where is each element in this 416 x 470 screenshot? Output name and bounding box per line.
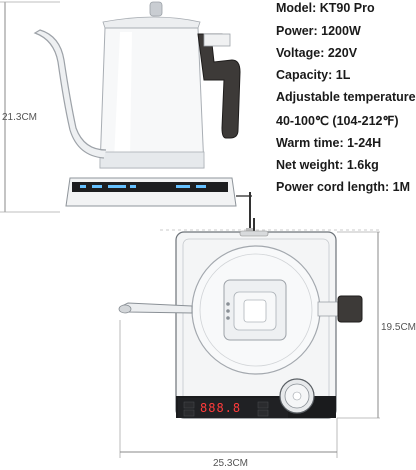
spec-power: Power: 1200W [276, 24, 361, 38]
spec-model: Model: KT90 Pro [276, 1, 375, 15]
spec-warm-time: Warm time: 1-24H [276, 136, 382, 150]
width-dimension-label: 25.3CM [213, 458, 249, 469]
spec-temperature-range: 40-100℃ (104-212℉) [276, 114, 399, 128]
spec-cord-length: Power cord length: 1M [276, 180, 411, 194]
kettle-side-view [0, 1, 254, 236]
height-dimension-label: 21.3CM [2, 112, 38, 123]
spec-capacity: Capacity: 1L [276, 68, 351, 82]
spec-net-weight: Net weight: 1.6kg [276, 158, 379, 172]
kettle-top-view [118, 218, 380, 458]
spec-adjustable-temperature: Adjustable temperature: [276, 90, 416, 104]
spec-voltage: Voltage: 220V [276, 46, 358, 60]
depth-dimension-label: 19.5CM [381, 322, 416, 333]
panel-display: 888.8 [200, 401, 242, 415]
